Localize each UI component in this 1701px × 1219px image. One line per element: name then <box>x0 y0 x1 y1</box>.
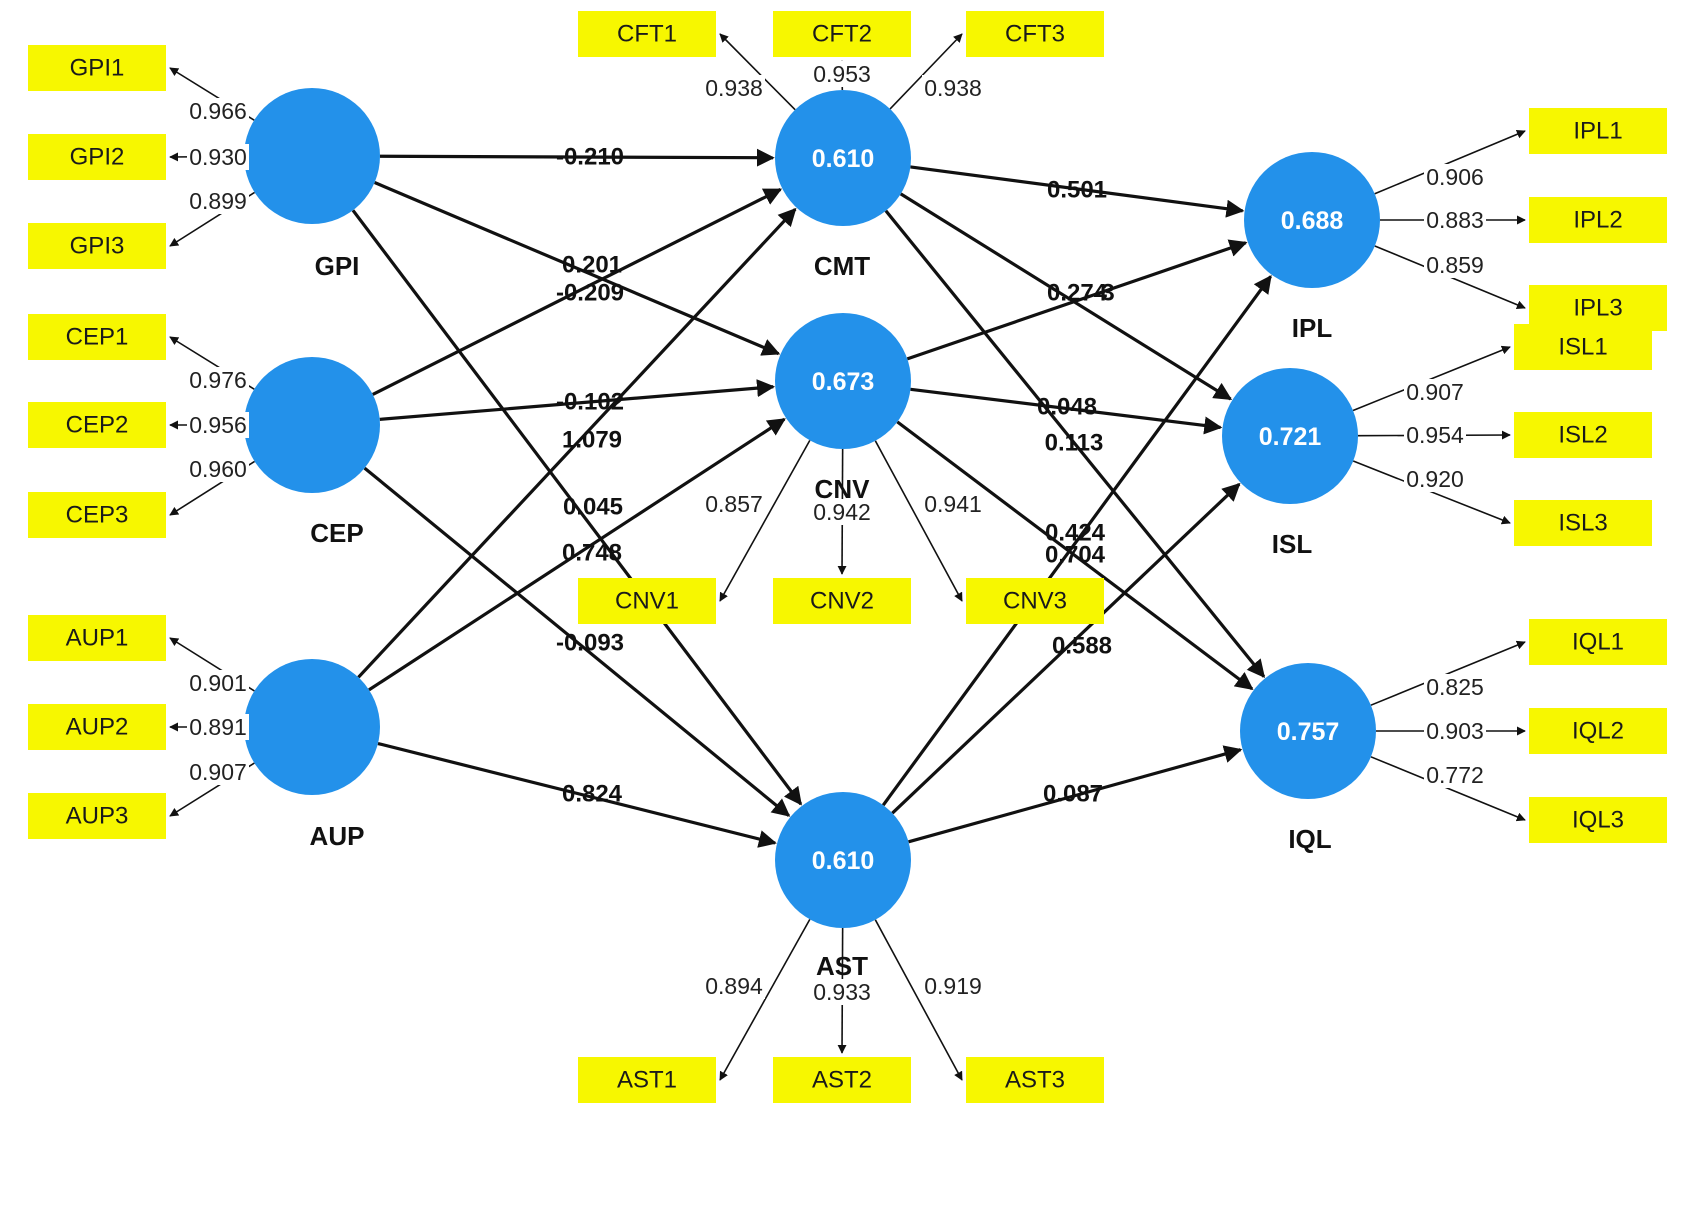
loading-value-isl1: 0.907 <box>1406 379 1464 405</box>
construct-name-ipl: IPL <box>1292 313 1333 343</box>
indicator-label-isl3: ISL3 <box>1558 510 1607 537</box>
indicator-label-ast1: AST1 <box>617 1067 677 1094</box>
indicator-label-aup1: AUP1 <box>66 625 129 652</box>
construct-name-ast: AST <box>816 951 868 981</box>
path-coefficient-aup-cnv: 0.748 <box>562 540 622 567</box>
construct-circle-cep[interactable] <box>244 357 380 493</box>
path-coefficient-cmt-iql: 0.113 <box>1045 430 1104 457</box>
path-coefficient-cnv-isl: 0.048 <box>1037 394 1097 421</box>
path-coefficient-cep-cnv: -0.102 <box>556 389 624 416</box>
loading-value-isl3: 0.920 <box>1406 466 1464 492</box>
construct-r2-isl: 0.721 <box>1259 423 1322 451</box>
path-coefficient-cmt-isl: 0.274 <box>1047 280 1108 307</box>
loading-arrow-ast3 <box>875 920 962 1080</box>
path-coefficient-aup-cmt: 1.079 <box>562 427 622 454</box>
loading-value-cep3: 0.960 <box>189 456 247 482</box>
indicator-label-cnv1: CNV1 <box>615 588 679 615</box>
loading-value-cft3: 0.938 <box>924 75 982 101</box>
construct-r2-ast: 0.610 <box>812 847 875 875</box>
indicator-label-cep3: CEP3 <box>66 502 129 529</box>
indicator-label-ast2: AST2 <box>812 1067 872 1094</box>
loading-value-cft2: 0.953 <box>813 61 871 87</box>
indicator-label-ast3: AST3 <box>1005 1067 1065 1094</box>
path-coefficient-cmt-ipl: 0.501 <box>1047 177 1107 204</box>
indicator-label-gpi1: GPI1 <box>70 55 125 82</box>
loading-value-ast3: 0.919 <box>924 973 982 999</box>
loading-value-iql2: 0.903 <box>1426 718 1484 744</box>
path-coefficient-cep-ast: -0.093 <box>556 630 624 657</box>
indicator-label-cft1: CFT1 <box>617 21 677 48</box>
loading-value-iql1: 0.825 <box>1426 674 1484 700</box>
loading-arrow-ast1 <box>720 919 810 1080</box>
indicator-label-iql2: IQL2 <box>1572 718 1624 745</box>
path-coefficient-gpi-cnv: 0.201 <box>562 252 622 279</box>
loading-value-aup1: 0.901 <box>189 670 247 696</box>
indicator-label-cnv2: CNV2 <box>810 588 874 615</box>
construct-r2-cmt: 0.610 <box>812 145 875 173</box>
indicator-label-cnv3: CNV3 <box>1003 588 1067 615</box>
loading-value-aup2: 0.891 <box>189 714 247 740</box>
path-coefficient-ast-ipl: 0.424 <box>1045 520 1106 547</box>
indicator-label-cft2: CFT2 <box>812 21 872 48</box>
indicator-label-cep2: CEP2 <box>66 412 129 439</box>
construct-r2-ipl: 0.688 <box>1281 207 1344 235</box>
construct-r2-cnv: 0.673 <box>812 368 875 396</box>
loading-value-aup3: 0.907 <box>189 759 247 785</box>
loading-value-gpi1: 0.966 <box>189 98 247 124</box>
path-coefficient-cnv-ipl: 3 <box>1101 280 1114 307</box>
construct-circle-aup[interactable] <box>244 659 380 795</box>
indicator-label-aup2: AUP2 <box>66 714 129 741</box>
loading-value-gpi3: 0.899 <box>189 188 247 214</box>
loading-value-ipl1: 0.906 <box>1426 164 1484 190</box>
construct-r2-iql: 0.757 <box>1277 718 1340 746</box>
indicator-label-isl1: ISL1 <box>1558 334 1607 361</box>
loading-arrow-cnv3 <box>875 441 962 601</box>
loading-value-isl2: 0.954 <box>1406 422 1464 448</box>
construct-name-isl: ISL <box>1272 529 1313 559</box>
construct-name-cep: CEP <box>310 518 363 548</box>
loading-value-cnv1: 0.857 <box>705 491 763 517</box>
loading-value-iql3: 0.772 <box>1426 762 1484 788</box>
indicator-label-isl2: ISL2 <box>1558 422 1607 449</box>
loading-value-cep1: 0.976 <box>189 367 247 393</box>
loading-value-cep2: 0.956 <box>189 412 247 438</box>
loading-value-ast1: 0.894 <box>705 973 763 999</box>
construct-name-gpi: GPI <box>315 251 360 281</box>
indicator-label-aup3: AUP3 <box>66 803 129 830</box>
indicator-label-cep1: CEP1 <box>66 324 129 351</box>
construct-circles: GPICEPAUP0.610CMT0.673CNV0.610AST0.688IP… <box>244 88 1380 981</box>
indicator-label-gpi2: GPI2 <box>70 144 125 171</box>
loading-value-cnv3: 0.941 <box>924 491 982 517</box>
construct-name-iql: IQL <box>1288 824 1331 854</box>
path-coefficient-cep-cmt: -0.209 <box>556 280 624 307</box>
indicator-label-ipl2: IPL2 <box>1573 207 1622 234</box>
indicator-label-ipl3: IPL3 <box>1573 295 1622 322</box>
indicator-label-iql3: IQL3 <box>1572 807 1624 834</box>
path-coefficient-ast-iql: 0.087 <box>1043 781 1103 808</box>
path-coefficient-ast-isl: 0.588 <box>1052 633 1112 660</box>
construct-circle-gpi[interactable] <box>244 88 380 224</box>
indicator-label-gpi3: GPI3 <box>70 233 125 260</box>
indicator-label-ipl1: IPL1 <box>1573 118 1622 145</box>
loading-value-ipl2: 0.883 <box>1426 207 1484 233</box>
indicator-label-iql1: IQL1 <box>1572 629 1624 656</box>
path-coefficient-gpi-cmt: -0.210 <box>556 144 624 171</box>
construct-name-aup: AUP <box>310 821 365 851</box>
loading-value-ast2: 0.933 <box>813 979 871 1005</box>
loading-value-cnv2: 0.942 <box>813 499 871 525</box>
loading-value-ipl3: 0.859 <box>1426 252 1484 278</box>
loading-arrow-cnv1 <box>720 440 810 601</box>
construct-name-cmt: CMT <box>814 251 870 281</box>
loading-value-gpi2: 0.930 <box>189 144 247 170</box>
path-coefficient-gpi-ast: 0.045 <box>563 494 623 521</box>
indicator-label-cft3: CFT3 <box>1005 21 1065 48</box>
path-coefficient-aup-ast: 0.824 <box>562 781 623 808</box>
loading-value-cft1: 0.938 <box>705 75 763 101</box>
